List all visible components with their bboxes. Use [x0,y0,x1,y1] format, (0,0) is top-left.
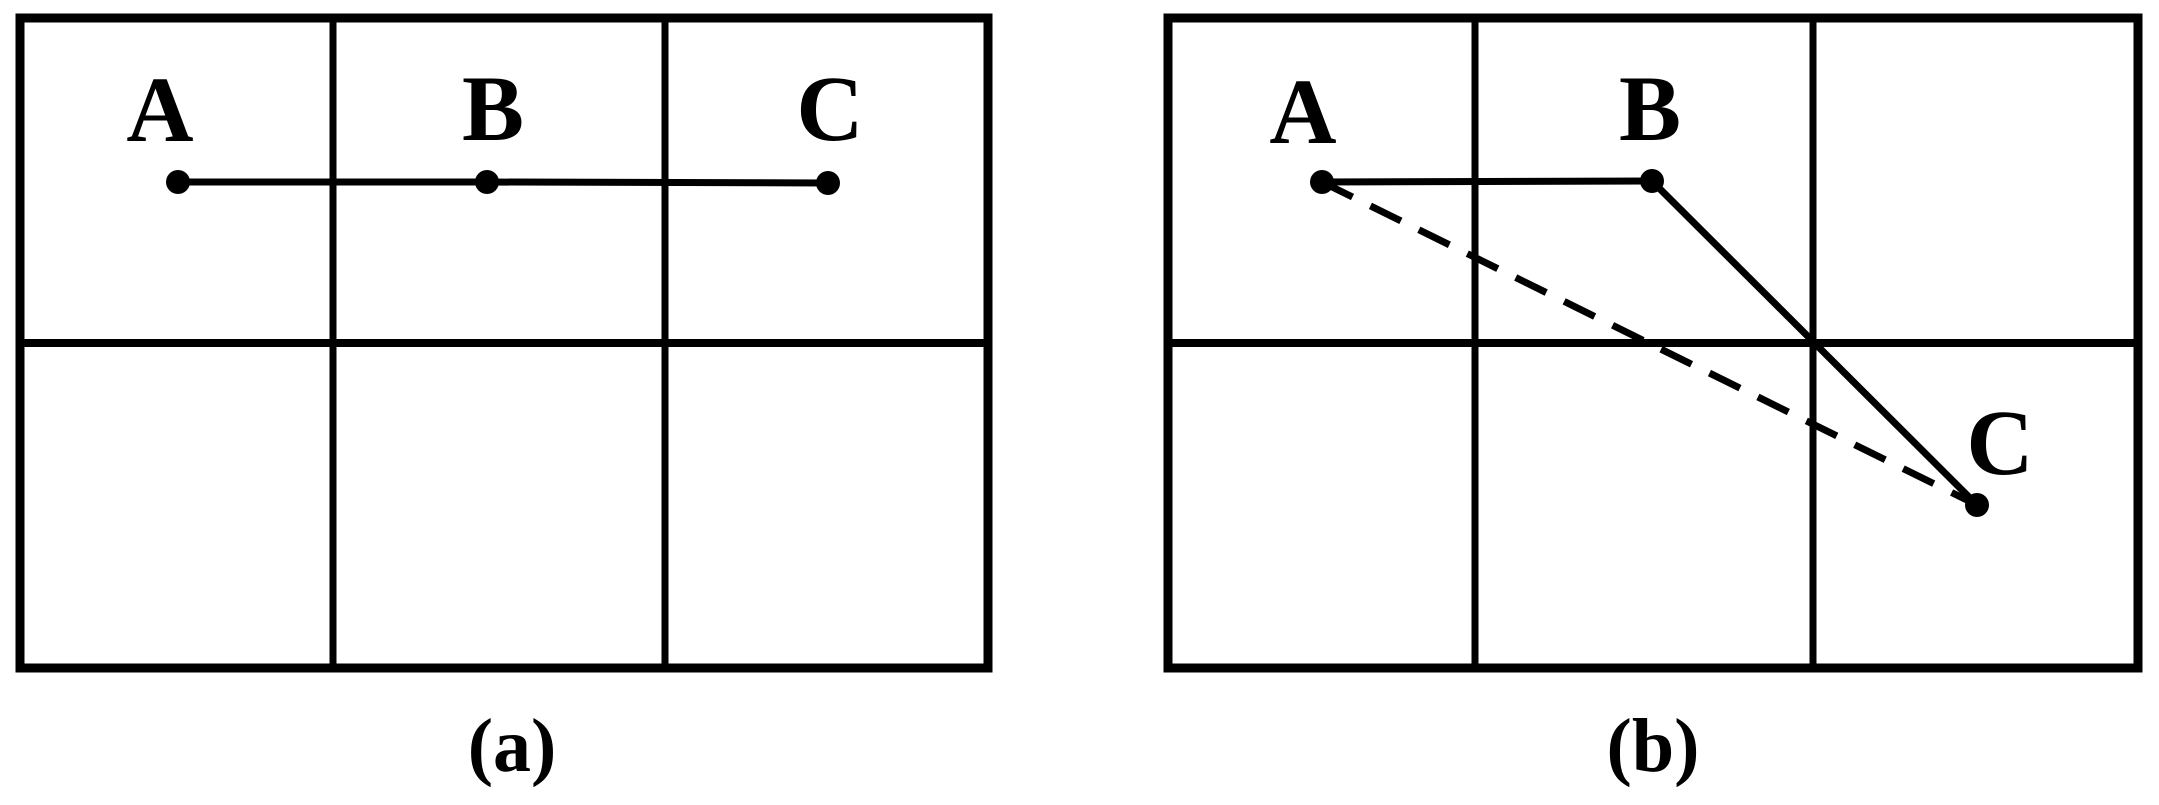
segment-B-C-solid [486,178,829,187]
segment-B-C-solid [1649,178,1980,508]
point-dot-B [475,170,499,194]
point-label-A: A [1269,61,1336,164]
point-dot-C [1965,493,1989,517]
panel-b-diagram: A B C [1163,13,2143,673]
panel-a-diagram: A B C [15,13,993,673]
point-label-B: B [462,58,524,161]
point-dot-B [1640,169,1664,193]
point-label-A: A [126,59,193,162]
point-dot-C [816,171,840,195]
point-label-B: B [1619,58,1681,161]
point-label-C: C [796,58,863,161]
segment-A-C-dashed [1320,178,1979,509]
caption-panel-a: (a) [467,704,557,788]
point-dot-A [166,170,190,194]
segment-A-B-solid [1321,177,1653,186]
caption-panel-b: (b) [1606,704,1700,788]
point-dot-A [1310,170,1334,194]
point-label-C: C [1966,392,2033,495]
